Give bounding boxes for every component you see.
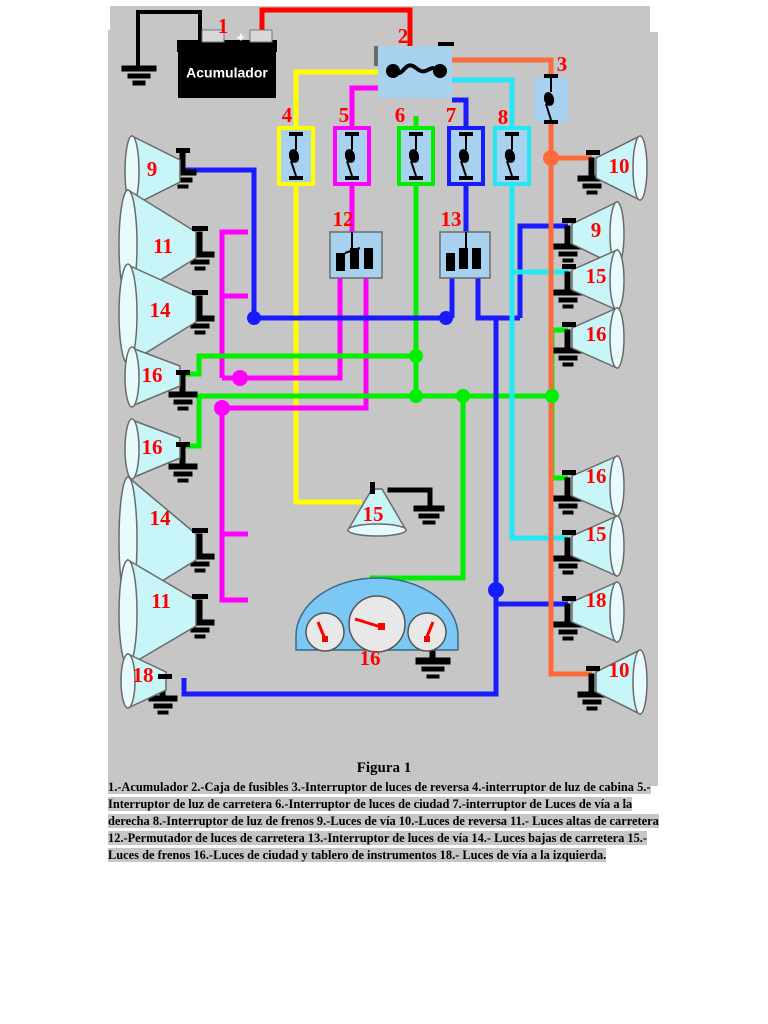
component-switch-6[interactable] <box>397 126 435 186</box>
lamp-18-right[interactable]: 18 <box>562 580 625 644</box>
ref-number-12: 12 <box>333 207 354 231</box>
ground-symbol <box>553 225 583 263</box>
lamp-number: 16 <box>586 322 607 346</box>
ground-symbol <box>553 603 583 641</box>
component-fusebox[interactable] <box>374 42 454 98</box>
component-switch-8[interactable] <box>493 126 531 186</box>
lamp-number: 15 <box>363 502 384 526</box>
ref-number-6: 6 <box>395 103 406 127</box>
junction-dot <box>232 370 248 386</box>
ground-symbol <box>553 329 583 367</box>
ref-number-1: 1 <box>218 14 229 38</box>
ground-symbol <box>121 65 157 86</box>
wire-blue-turn-right <box>181 97 568 697</box>
gauge-left <box>305 612 345 652</box>
wiring-diagram-panel: 9 11 14 16 <box>108 6 658 786</box>
lamp-number: 14 <box>150 506 172 530</box>
ground-symbol <box>185 599 215 639</box>
component-selector-13[interactable] <box>439 231 491 279</box>
lamp-number: 15 <box>586 522 607 546</box>
ground-symbol <box>168 373 198 411</box>
wire-magenta-branch-lower <box>219 293 248 603</box>
component-switch-7[interactable] <box>447 126 485 186</box>
battery-positive-sign: + <box>237 29 245 44</box>
lamp-16-left-lower[interactable]: 16 <box>124 418 190 480</box>
junction-dot <box>409 389 423 403</box>
lamp-number: 10 <box>609 658 630 682</box>
component-instrument-cluster[interactable] <box>295 577 459 653</box>
lamp-14-left-upper[interactable]: 14 <box>118 263 208 366</box>
junction-dot <box>439 311 453 325</box>
ground-symbol <box>387 487 445 525</box>
lamp-10-right-upper[interactable]: 10 <box>586 134 648 202</box>
component-switch-5[interactable] <box>333 126 371 186</box>
junction-dot <box>545 389 559 403</box>
gauge-right <box>407 612 447 652</box>
ref-number-7: 7 <box>446 103 457 127</box>
junction-dot <box>247 311 261 325</box>
ground-symbol <box>553 477 583 515</box>
ref-number-2: 2 <box>398 24 409 48</box>
gauge-center <box>348 595 406 653</box>
wire-yellow-cabin-light <box>293 69 378 505</box>
lamp-number: 15 <box>586 264 607 288</box>
junction-dot <box>543 150 559 166</box>
ground-symbol-group <box>148 151 607 715</box>
ref-number-4: 4 <box>282 103 293 127</box>
component-selector-12[interactable] <box>329 231 383 279</box>
lamp-number: 16 <box>142 435 163 459</box>
junction-dot <box>409 349 423 363</box>
lamp-16-right-upper[interactable]: 16 <box>562 306 625 370</box>
junction-dot <box>488 582 504 598</box>
lamp-9-left[interactable]: 9 <box>124 134 190 208</box>
junction-dot <box>456 389 470 403</box>
component-battery[interactable]: - + Acumulador <box>177 29 277 98</box>
lamp-15-right-upper[interactable]: 15 <box>562 248 625 312</box>
gauge-center-needle <box>354 617 382 629</box>
figure-legend: 1.-Acumulador 2.-Caja de fusibles 3.-Int… <box>108 779 660 864</box>
figure-title: Figura 1 <box>0 760 768 777</box>
lamp-number: 9 <box>147 157 158 181</box>
lamp-number: 18 <box>133 663 154 687</box>
wire-red-battery-to-fusebox <box>259 7 413 46</box>
lamp-number: 18 <box>586 588 607 612</box>
ground-symbol <box>185 533 215 573</box>
ground-symbol <box>553 271 583 309</box>
wire-battery-ground <box>136 10 202 68</box>
lamp-10-right-lower[interactable]: 10 <box>586 648 648 716</box>
figure-caption-block: Figura 1 1.-Acumulador 2.-Caja de fusibl… <box>0 760 768 864</box>
figure-legend-text: 1.-Acumulador 2.-Caja de fusibles 3.-Int… <box>108 780 659 862</box>
lamp-11-left-lower[interactable]: 11 <box>118 558 208 668</box>
ref-number-3: 3 <box>557 52 568 76</box>
wire-junction-dots <box>214 150 559 598</box>
lamp-15-center[interactable]: 15 <box>346 482 408 537</box>
battery-negative-sign: - <box>237 29 241 44</box>
ground-symbol <box>168 445 198 483</box>
lamp-number: 16 <box>142 363 163 387</box>
junction-dot <box>214 400 230 416</box>
lamp-number: 11 <box>151 589 171 613</box>
ref-number-13: 13 <box>441 207 462 231</box>
component-switch-4[interactable] <box>277 126 315 186</box>
lamp-18-left[interactable]: 18 <box>120 652 172 710</box>
lamp-number: 16 <box>586 464 607 488</box>
component-switch-3[interactable] <box>534 74 568 124</box>
lamp-number: 14 <box>150 298 172 322</box>
figure-title-text: Figura 1 <box>354 760 414 776</box>
battery-label: Acumulador <box>186 65 268 81</box>
lamp-16-left-upper[interactable]: 16 <box>124 346 190 408</box>
ref-number-8: 8 <box>498 105 509 129</box>
ref-number-16-cluster: 16 <box>360 646 381 670</box>
ref-number-5: 5 <box>339 103 350 127</box>
lamp-15-right-lower[interactable]: 15 <box>562 514 625 578</box>
lamp-number: 11 <box>153 234 173 258</box>
lamp-number: 9 <box>591 218 602 242</box>
lamp-number: 10 <box>609 154 630 178</box>
